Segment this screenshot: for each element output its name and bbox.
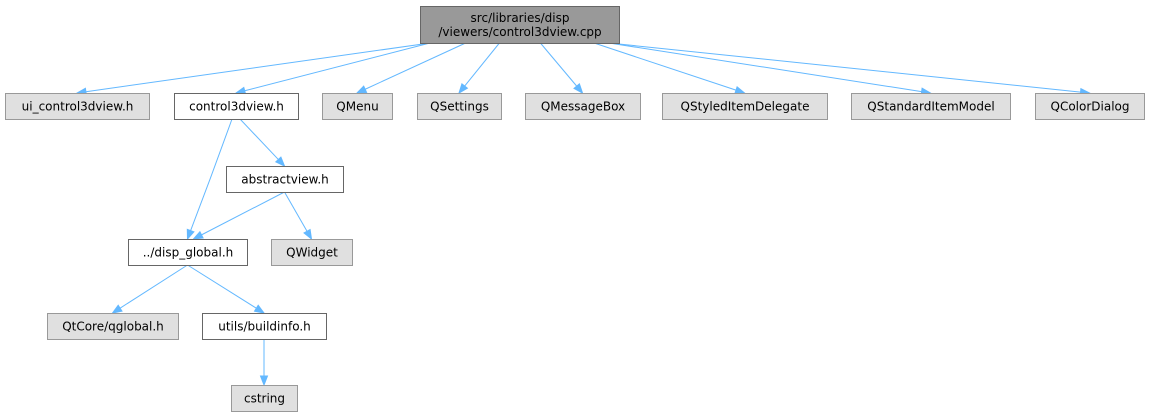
arrowhead-disp_global_h — [192, 230, 204, 240]
node-label: src/libraries/disp — [471, 11, 570, 25]
node-label: control3dview.h — [189, 100, 284, 114]
node-label: QColorDialog — [1051, 100, 1130, 114]
node-qsettings[interactable]: QSettings — [417, 93, 502, 120]
edge-control3dview_h-to-abstractview_h — [239, 118, 279, 160]
edge-root-to-qstyleditemdelegate — [593, 42, 737, 91]
edge-control3dview_h-to-disp_global_h — [190, 118, 233, 231]
node-qcolordialog[interactable]: QColorDialog — [1035, 93, 1145, 120]
node-control3dview_h[interactable]: control3dview.h — [174, 93, 299, 120]
edge-disp_global_h-to-qtcore_qglobal — [119, 264, 188, 309]
node-qmenu[interactable]: QMenu — [322, 93, 393, 120]
edge-root-to-control3dview_h — [244, 42, 431, 92]
node-box — [662, 93, 828, 120]
edge-root-to-qmessagebox — [540, 42, 578, 87]
arrowhead-qmenu — [355, 85, 368, 94]
node-qstyleditemdelegate[interactable]: QStyledItemDelegate — [662, 93, 828, 120]
node-disp_global_h[interactable]: ../disp_global.h — [128, 239, 248, 266]
node-label: ../disp_global.h — [143, 246, 234, 260]
node-box — [174, 93, 299, 120]
node-box — [226, 166, 344, 193]
node-box — [47, 313, 179, 340]
edge-root-to-qstandarditemmodel — [608, 42, 922, 93]
node-box — [525, 93, 641, 120]
node-qmessagebox[interactable]: QMessageBox — [525, 93, 641, 120]
node-label: QSettings — [430, 100, 489, 114]
edge-disp_global_h-to-buildinfo_h — [187, 264, 257, 309]
arrowhead-qwidget — [303, 228, 313, 241]
node-root[interactable]: src/libraries/disp/viewers/control3dview… — [420, 6, 620, 44]
node-box — [851, 93, 1011, 120]
node-box — [202, 313, 327, 340]
node-label: abstractview.h — [241, 173, 328, 187]
arrowhead-cstring — [259, 375, 269, 387]
node-label: QStyledItemDelegate — [681, 100, 810, 114]
node-cstring[interactable]: cstring — [231, 385, 298, 412]
node-box — [128, 239, 248, 266]
node-label: /viewers/control3dview.cpp — [438, 25, 601, 39]
edge-root-to-qcolordialog — [608, 42, 1081, 93]
arrowhead-buildinfo_h — [253, 304, 266, 314]
edge-root-to-ui_control3dview — [85, 42, 431, 93]
node-qwidget[interactable]: QWidget — [271, 239, 353, 266]
node-box — [417, 93, 502, 120]
node-label: QtCore/qglobal.h — [62, 320, 164, 334]
arrowhead-qstyleditemdelegate — [734, 85, 746, 95]
arrowhead-qtcore_qglobal — [111, 304, 123, 314]
node-box — [322, 93, 393, 120]
node-label: QMessageBox — [541, 100, 625, 114]
edge-abstractview_h-to-qwidget — [284, 191, 308, 232]
arrowhead-qmessagebox — [573, 83, 584, 95]
arrowhead-disp_global_h — [186, 228, 195, 241]
node-label: cstring — [244, 392, 285, 406]
node-box — [1035, 93, 1145, 120]
arrowhead-qsettings — [458, 82, 469, 95]
edge-abstractview_h-to-disp_global_h — [201, 191, 285, 236]
arrowhead-abstractview_h — [274, 156, 286, 167]
node-qtcore_qglobal[interactable]: QtCore/qglobal.h — [47, 313, 179, 340]
edge-root-to-qmenu — [364, 42, 466, 90]
edges-layer — [75, 42, 1091, 387]
node-ui_control3dview[interactable]: ui_control3dview.h — [5, 93, 150, 120]
node-label: QWidget — [286, 246, 338, 260]
node-box — [271, 239, 353, 266]
node-box — [420, 6, 620, 44]
nodes-layer: src/libraries/disp/viewers/control3dview… — [5, 6, 1145, 412]
node-box — [231, 385, 298, 412]
node-box — [5, 93, 150, 120]
node-qstandarditemmodel[interactable]: QStandardItemModel — [851, 93, 1011, 120]
node-buildinfo_h[interactable]: utils/buildinfo.h — [202, 313, 327, 340]
node-label: QStandardItemModel — [867, 100, 994, 114]
node-label: utils/buildinfo.h — [218, 320, 311, 334]
node-label: ui_control3dview.h — [22, 100, 134, 114]
node-label: QMenu — [336, 100, 378, 114]
edge-root-to-qsettings — [464, 42, 500, 87]
node-abstractview_h[interactable]: abstractview.h — [226, 166, 344, 193]
